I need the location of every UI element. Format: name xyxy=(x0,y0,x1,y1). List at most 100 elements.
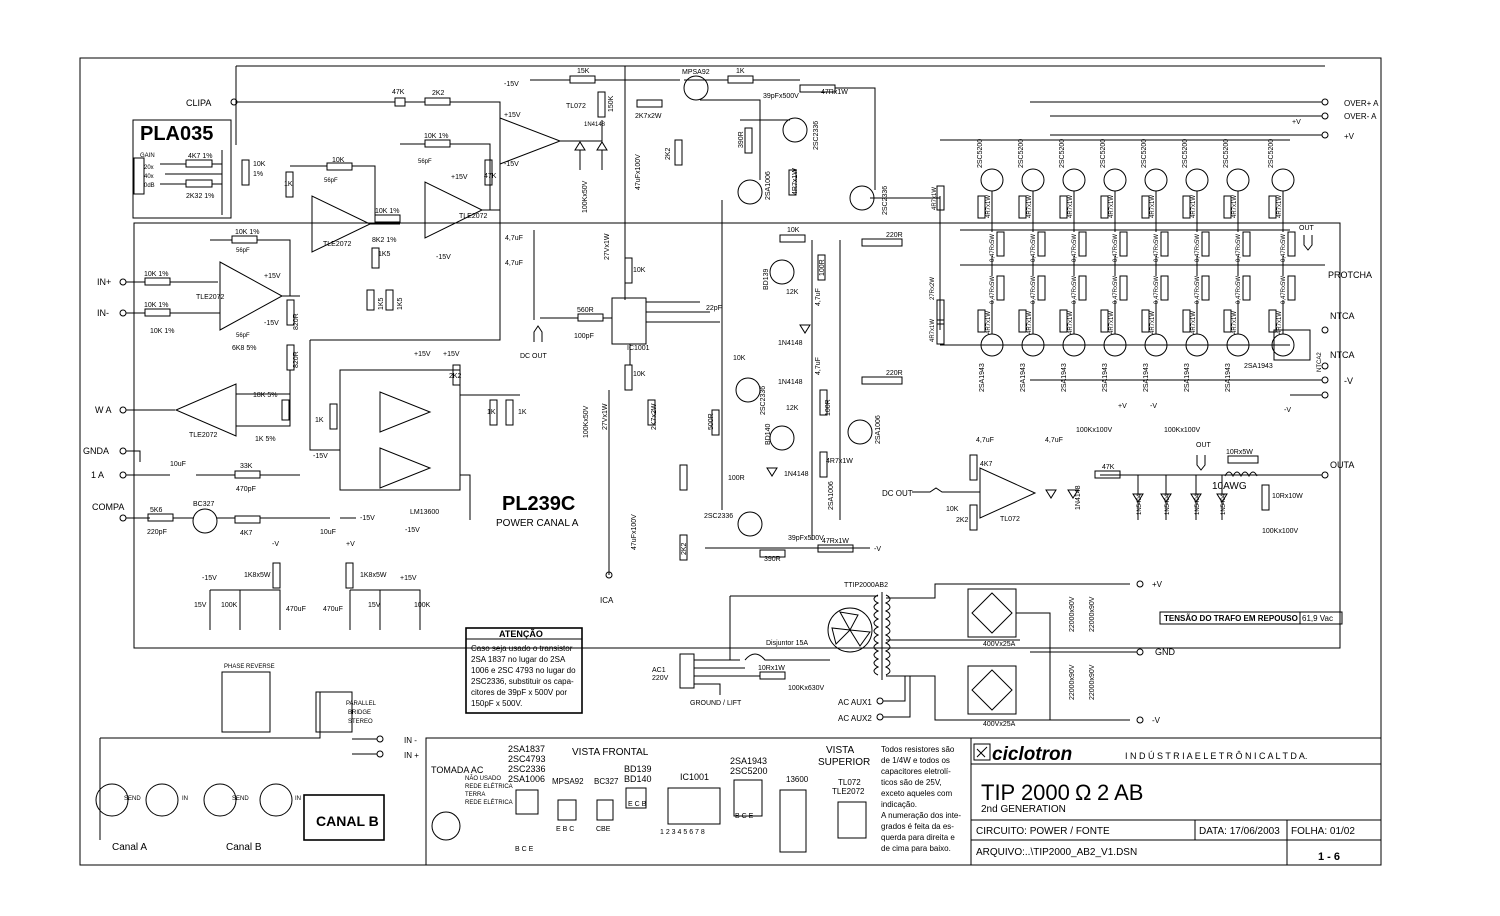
svg-text:-V: -V xyxy=(1150,403,1157,410)
q-2sc2336-1 xyxy=(782,117,808,143)
r047-label: 0,47Rx5W xyxy=(1113,276,1119,304)
r2k2-dc-label: 2K2 xyxy=(956,517,969,524)
gain-20: 20x xyxy=(144,165,154,171)
r820-label-1: 820R xyxy=(293,313,300,330)
c47uf-label-drv1: 4,7uF xyxy=(815,288,822,306)
legend-note: grados é feita da es- xyxy=(881,822,954,831)
canal-b-box xyxy=(303,794,385,841)
ica-connector: ICA xyxy=(600,596,614,605)
pkg1-part: 2SA1006 xyxy=(508,774,545,784)
plus-v-connector: +V xyxy=(1344,132,1355,141)
dc-protection: +V -V 100Kx100V 100Kx100V 4,7uF 4,7uF 4K… xyxy=(882,403,1303,535)
ntc-sensor xyxy=(1273,329,1311,361)
c56pf-label-2: 56pF xyxy=(236,333,250,339)
z15v-label-1: 15V xyxy=(194,602,207,609)
d1n5404-label: 1N5404 xyxy=(1221,493,1227,515)
r10k-drv2-label: 10K xyxy=(733,355,746,362)
terra-label: TERRA xyxy=(465,792,485,798)
q2sa1943-label-last: 2SA1943 xyxy=(1244,363,1273,370)
title-block: ciclotron I N D Ú S T R I A E L E T R Ô … xyxy=(970,737,1382,866)
outa-connector: OUTA xyxy=(1330,460,1354,470)
tension-value: 61,9 Vac xyxy=(1302,614,1333,623)
mpsa92-transistor xyxy=(683,75,709,101)
emitter-resistor xyxy=(977,309,986,333)
disjuntor-label: Disjuntor 15A xyxy=(766,640,808,647)
svg-text:-15V: -15V xyxy=(264,320,279,327)
c100k100v-label-2: 100Kx100V xyxy=(1164,427,1201,434)
out-label-dc: OUT xyxy=(1196,442,1212,449)
emitter-resistor xyxy=(1100,309,1109,333)
canal-b-small-label: Canal B xyxy=(226,842,262,853)
q2sc5200-label: 2SC5200 xyxy=(1059,139,1066,168)
svg-text:+15V: +15V xyxy=(443,351,460,358)
gain-label: GAIN xyxy=(140,153,155,159)
base-resistor xyxy=(936,185,945,211)
to92-pkg-icon xyxy=(557,799,577,821)
ballast-resistor xyxy=(1037,231,1046,257)
r10k-ic-label-2: 10K xyxy=(633,371,646,378)
ac-aux2-connector: AC AUX2 xyxy=(838,714,872,723)
mpsa92-pkg-label: MPSA92 xyxy=(552,777,584,786)
r100r-label-3: 100R xyxy=(728,475,745,482)
output-npn-transistor xyxy=(1144,168,1168,192)
over-minus-a-connector: OVER- A xyxy=(1344,112,1377,121)
ballast-resistor xyxy=(1037,275,1046,301)
gain-0db: 0dB xyxy=(144,183,155,189)
legend-note: exceto aqueles com xyxy=(881,789,952,798)
d1n5404-label: 1N5404 xyxy=(1137,493,1143,515)
bridge-label-2: 400Vx25A xyxy=(983,721,1016,728)
circuit-label: CIRCUITO: POWER / FONTE xyxy=(976,826,1110,837)
emitter-resistor xyxy=(1059,195,1068,219)
r5k6-label: 5K6 xyxy=(150,507,163,514)
r1k-mid-label: 1K xyxy=(284,181,293,188)
ballast-resistor xyxy=(1242,275,1251,301)
r4r7x1w-label: 4R7x1W xyxy=(1232,311,1238,334)
ac-socket-icon xyxy=(431,811,461,841)
tle2072-input-opamp xyxy=(219,261,284,331)
r1k-vas-label: 1K xyxy=(736,68,745,75)
resistor-4k7 xyxy=(185,159,213,168)
output-pnp-transistor xyxy=(1271,333,1295,357)
d1n5404-label: 1N5404 xyxy=(1195,493,1201,515)
r4r7x1w-label: 4R7x1W xyxy=(1232,195,1238,218)
r500r-label: 500R xyxy=(708,413,715,430)
c10uf-label-1: 10uF xyxy=(170,461,186,468)
package-legend: TOMADA AC NÃO USADO REDE ELÉTRICA TERRA … xyxy=(425,737,972,866)
output-pnp-transistor xyxy=(1021,333,1045,357)
r10k-fb-label: 10K 1% xyxy=(235,229,260,236)
tle2072-label-4: TLE2072 xyxy=(459,213,488,220)
r220r-label-1: 220R xyxy=(886,232,903,239)
q2sa1943-label: 2SA1943 xyxy=(979,363,986,392)
resistor-2k32 xyxy=(185,179,213,188)
pkg1-pins: B C E xyxy=(515,846,534,853)
r10rx10w-label: 10Rx10W xyxy=(1272,493,1303,500)
bd-part: BD140 xyxy=(624,774,652,784)
q2sc2336-label-1: 2SC2336 xyxy=(813,121,820,150)
ballast-resistor xyxy=(996,275,1005,301)
r1k8x5w-label-1: 1K8x5W xyxy=(244,572,271,579)
ballast-resistor xyxy=(1119,275,1128,301)
canal-a-label: Canal A xyxy=(112,842,147,853)
emitter-resistor xyxy=(1182,309,1191,333)
q2sc2336-label-4: 2SC2336 xyxy=(704,513,733,520)
d1n4148-label-5: 1N4148 xyxy=(1075,485,1082,510)
r4r7x1w-label: 4R7x1W xyxy=(1277,311,1283,334)
bridge-rectifier-1 xyxy=(967,588,1017,638)
to126-pkg-icon xyxy=(625,787,647,809)
r1k5pct-label: 1K 5% xyxy=(255,436,276,443)
ac1-label: AC1 xyxy=(652,667,666,674)
in-label-b: IN xyxy=(295,796,301,802)
base-resistor xyxy=(936,319,945,345)
wa-connector: W A xyxy=(95,405,112,415)
input-stage: CLIPA IN+ IN- W A GNDA 1 A COMPA TLE2072… xyxy=(83,65,1325,522)
output-pnp-transistor xyxy=(1103,333,1127,357)
lm13600-label: LM13600 xyxy=(410,509,439,516)
r1k8x5w-label-2: 1K8x5W xyxy=(360,572,387,579)
page-label: 1 - 6 xyxy=(1318,851,1340,863)
z27v-label-2: 27Vx1W xyxy=(604,233,611,260)
gnd-connector: GND xyxy=(1155,647,1176,657)
output-pnp-row: 0,47Rx5W4R7x1W2SA19430,47Rx5W4R7x1W2SA19… xyxy=(977,275,1296,392)
parallel-label: PARALLEL xyxy=(346,701,377,707)
r100r-label-2: 100R xyxy=(825,399,832,416)
